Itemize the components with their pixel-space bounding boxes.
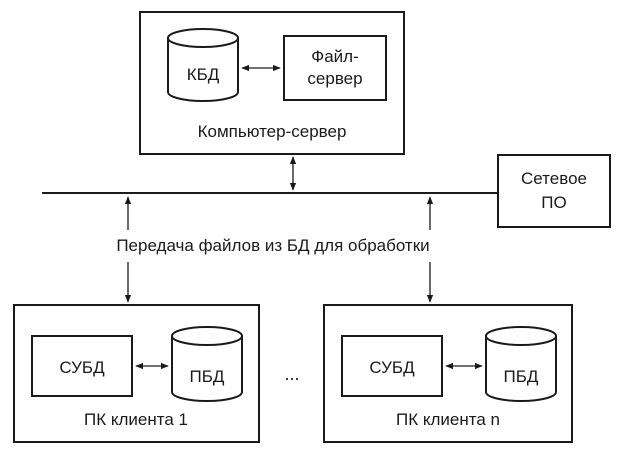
clientn-dbms-box: СУБД [341,335,443,397]
clientn-database-cylinder: ПБД [485,326,557,402]
clientn-caption: ПК клиента n [396,410,500,429]
client1-dbms-label: СУБД [59,358,105,377]
client-block-n: СУБД ПБД ПК клиента n [323,304,573,443]
server-block: КБД Файл- сервер Компьютер-сервер [139,11,405,155]
clients-ellipsis: ... [284,364,299,384]
clientn-db-label: ПБД [504,367,539,386]
client1-db-label: ПБД [190,367,225,386]
file-server-box: Файл- сервер [283,35,387,101]
transfer-label: Передача файлов из БД для обработки [116,236,429,255]
clientn-dbms-label: СУБД [369,358,415,377]
file-server-label-line2: сервер [307,69,362,88]
file-server-label-line1: Файл- [311,47,358,66]
network-software-box: Сетевое ПО [497,154,611,228]
client1-caption: ПК клиента 1 [84,410,188,429]
client1-dbms-box: СУБД [31,335,133,397]
server-database-cylinder: КБД [167,28,239,102]
client-block-1: СУБД ПБД ПК клиента 1 [13,304,260,443]
network-software-line1: Сетевое [521,169,587,188]
network-software-line2: ПО [541,193,566,212]
server-caption: Компьютер-сервер [198,122,347,141]
server-db-label: КБД [187,65,220,84]
client1-database-cylinder: ПБД [171,326,243,402]
